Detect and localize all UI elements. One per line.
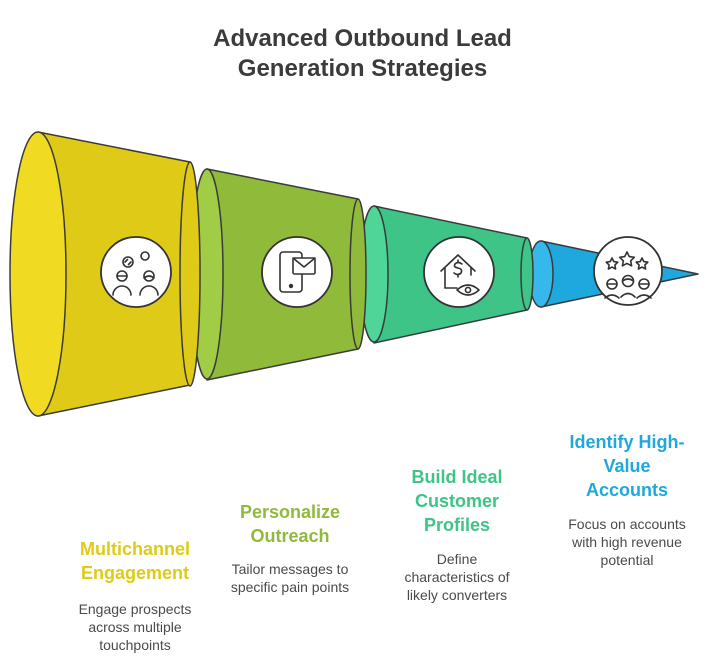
stage-4-desc-line-2: with high revenue [572,534,682,550]
page-title: Advanced Outbound Lead Generation Strate… [0,24,725,84]
collaboration-people-icon [100,236,172,308]
stage-3-label-line-3: Profiles [423,515,491,535]
stage-3-label: Build Ideal Customer Profiles [362,465,552,537]
stage-2-label-line-1: Personalize [239,502,341,522]
title-line-2: Generation Strategies [237,55,488,82]
stage-4-desc-line-3: potential [600,552,654,568]
stage-1-desc-line-1: Engage prospects [78,601,192,617]
stage-4-label-line-2: Value [603,456,651,476]
mobile-message-icon [261,236,333,308]
stage-1-desc-line-3: touchpoints [99,637,171,653]
stage-2-label-line-2: Outreach [250,526,330,546]
stage-3-label-line-1: Build Ideal [411,467,503,487]
stage-3-desc-line-1: Define [436,551,478,567]
stage-1-label: Multichannel Engagement [40,537,230,585]
star-rated-group-icon [593,236,663,306]
stage-1-description: Engage prospects across multiple touchpo… [40,600,230,654]
stage-4-desc-line-1: Focus on accounts [568,516,686,532]
stage-2-label: Personalize Outreach [195,500,385,548]
house-dollar-eye-icon [423,236,495,308]
stage-2-description: Tailor messages to specific pain points [195,560,385,596]
stage-3-desc-line-3: likely converters [406,587,508,603]
stage-4-description: Focus on accounts with high revenue pote… [532,515,722,569]
stage-2-desc-line-2: specific pain points [230,579,350,595]
stage-3-desc-line-2: characteristics of [404,569,510,585]
stage-4-label-line-3: Accounts [585,480,668,500]
stage-4-label-line-1: Identify High- [569,432,685,452]
stage-4-label: Identify High- Value Accounts [532,430,722,502]
stage-1-desc-line-2: across multiple [88,619,182,635]
stage-2-desc-line-1: Tailor messages to [231,561,349,577]
stage-1-label-line-2: Engagement [80,563,190,583]
stage-3-description: Define characteristics of likely convert… [362,550,552,604]
stage-3-label-line-2: Customer [414,491,499,511]
stage-1-label-line-1: Multichannel [79,539,190,559]
title-line-1: Advanced Outbound Lead [213,25,512,52]
